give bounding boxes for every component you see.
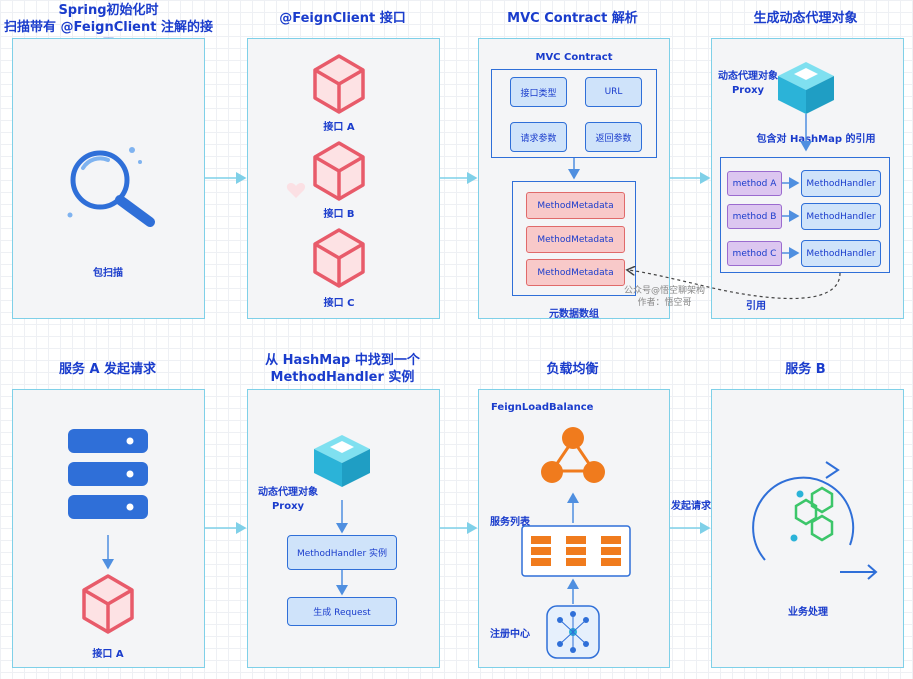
- handler-instance-box: MethodHandler 实例: [287, 535, 397, 570]
- handler-c-box: MethodHandler: [801, 240, 881, 267]
- method-a-box: method A: [727, 171, 782, 196]
- contract-header: MVC Contract: [535, 52, 613, 63]
- registry-label: 注册中心: [490, 629, 530, 640]
- panel-service-a: [12, 389, 205, 668]
- generate-request-box: 生成 Request: [287, 597, 397, 626]
- lb-header: FeignLoadBalance: [491, 402, 594, 413]
- find-proxy-label: 动态代理对象 Proxy: [258, 487, 318, 512]
- business-label: 业务处理: [788, 607, 828, 618]
- hashmap-label: 包含对 HashMap 的引用: [756, 134, 876, 145]
- box-return-params: 返回参数: [585, 122, 642, 152]
- scan-label: 包扫描: [93, 268, 123, 279]
- title-service-a: 服务 A 发起请求: [58, 362, 157, 377]
- panel-interface: [247, 38, 440, 319]
- panel-find: [247, 389, 440, 668]
- handler-a-box: MethodHandler: [801, 170, 881, 197]
- handler-b-box: MethodHandler: [801, 203, 881, 230]
- contract-frame: [491, 69, 657, 158]
- watermark: 公众号@悟空聊架构 作者：悟空哥: [624, 286, 706, 308]
- title-lb: 负载均衡: [546, 362, 599, 377]
- box-url: URL: [585, 77, 642, 107]
- proxy-label: 动态代理对象 Proxy: [718, 71, 778, 96]
- title-proxy: 生成动态代理对象: [753, 11, 858, 26]
- service-a-label: 接口 A: [92, 649, 124, 660]
- title-interface: @FeignClient 接口: [279, 11, 406, 26]
- ref-label: 引用: [746, 301, 766, 312]
- metadata-box-1: MethodMetadata: [526, 192, 625, 219]
- service-list-label: 服务列表: [490, 517, 530, 528]
- title-scan: Spring初始化时 扫描带有 @FeignClient 注解的接口: [4, 3, 213, 52]
- box-request-params: 请求参数: [510, 122, 567, 152]
- metadata-box-2: MethodMetadata: [526, 226, 625, 253]
- panel-service-b: [711, 389, 904, 668]
- title-service-b: 服务 B: [785, 362, 826, 377]
- metadata-footer: 元数据数组: [549, 309, 599, 320]
- interface-a-label: 接口 A: [323, 122, 355, 133]
- title-find: 从 HashMap 中找到一个 MethodHandler 实例: [265, 353, 420, 385]
- metadata-box-3: MethodMetadata: [526, 259, 625, 286]
- interface-b-label: 接口 B: [323, 209, 355, 220]
- interface-c-label: 接口 C: [323, 298, 355, 309]
- method-c-box: method C: [727, 241, 782, 266]
- method-b-box: method B: [727, 204, 782, 229]
- title-contract: MVC Contract 解析: [507, 11, 638, 26]
- send-request-label: 发起请求: [671, 501, 711, 512]
- metadata-frame: [512, 181, 636, 296]
- box-interface-type: 接口类型: [510, 77, 567, 107]
